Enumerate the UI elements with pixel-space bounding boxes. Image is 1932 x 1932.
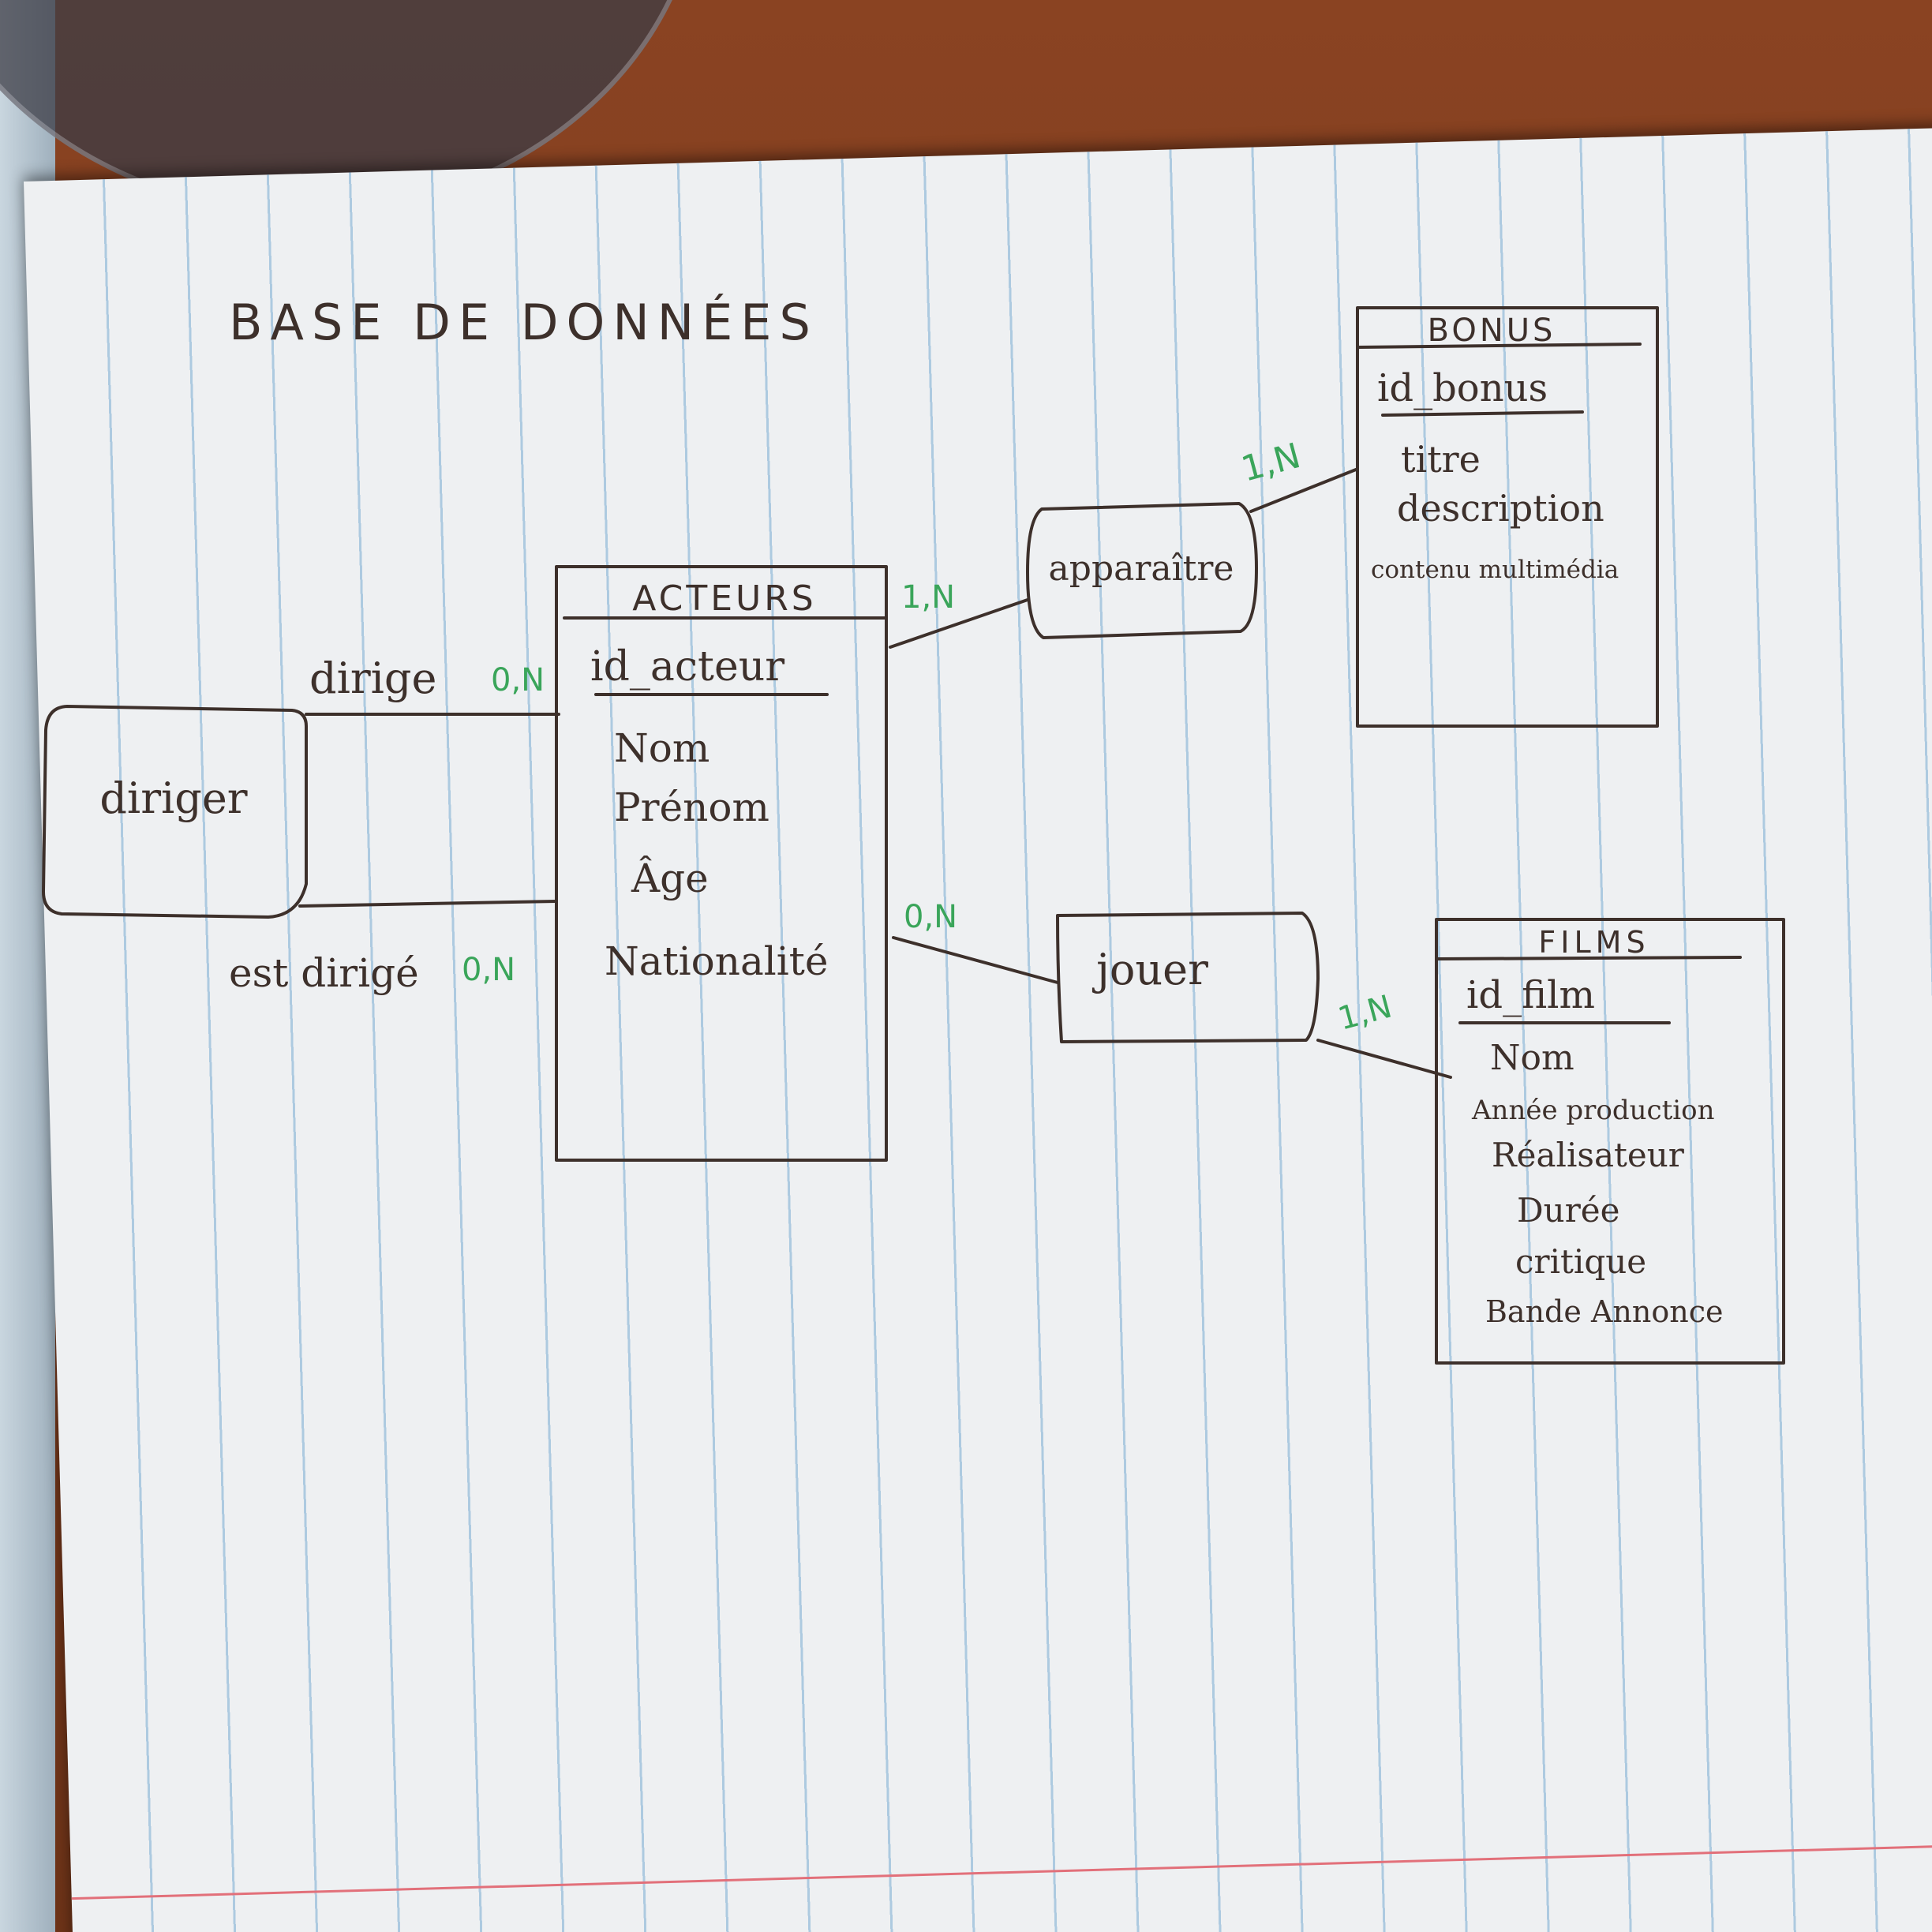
entity-films-attr-critique: critique	[1515, 1242, 1646, 1281]
role-label-est-dirige: est dirigé	[229, 950, 419, 996]
entity-bonus: BONUS id_bonus titre description contenu…	[1356, 306, 1659, 728]
entity-films-name: FILMS	[1538, 925, 1649, 960]
association-diriger-name: diriger	[99, 773, 247, 823]
link-apparaitre-bonus	[1249, 468, 1357, 513]
entity-films: FILMS id_film Nom Année production Réali…	[1435, 918, 1785, 1365]
cardinality-est-dirige: 0,N	[462, 952, 515, 988]
link-jouer-films	[1316, 1039, 1452, 1079]
entity-bonus-header-divider	[1356, 343, 1642, 349]
entity-films-attr-annee: Année production	[1471, 1095, 1715, 1126]
association-diriger-shape	[42, 705, 308, 919]
link-acteurs-jouer	[892, 936, 1059, 984]
cardinality-jouer-films: 1,N	[1335, 989, 1396, 1038]
entity-films-attr-bande-annonce: Bande Annonce	[1485, 1294, 1723, 1329]
link-diriger-est-dirige	[298, 900, 558, 908]
entity-acteurs-attr-nom: Nom	[614, 725, 710, 771]
role-label-dirige: dirige	[309, 653, 436, 703]
entity-bonus-attr-titre: titre	[1401, 438, 1481, 481]
association-diriger: diriger	[42, 705, 308, 919]
link-lines	[298, 468, 1452, 1079]
entity-acteurs-attr-prenom: Prénom	[614, 784, 769, 830]
entity-acteurs-attr-nationalite: Nationalité	[605, 938, 828, 984]
entity-films-attr-realisateur: Réalisateur	[1492, 1136, 1685, 1174]
link-acteurs-apparaitre	[889, 598, 1029, 649]
association-apparaitre: apparaître	[1026, 502, 1258, 639]
cardinality-acteurs-jouer: 0,N	[904, 899, 957, 935]
association-apparaitre-shape	[1026, 502, 1258, 639]
association-jouer-name: jouer	[1091, 945, 1208, 994]
entity-acteurs-box	[555, 565, 888, 1162]
entity-bonus-attr-contenu: contenu multimédia	[1371, 556, 1619, 584]
entity-films-header-divider	[1436, 956, 1742, 960]
entity-bonus-key: id_bonus	[1377, 366, 1548, 410]
entity-acteurs-key: id_acteur	[590, 643, 784, 691]
association-apparaitre-name: apparaître	[1049, 549, 1234, 589]
entity-acteurs: ACTEURS id_acteur Nom Prénom Âge Nationa…	[555, 565, 888, 1162]
entity-films-attr-nom: Nom	[1490, 1038, 1574, 1078]
entity-acteurs-name: ACTEURS	[632, 578, 816, 619]
entity-bonus-box	[1356, 306, 1659, 728]
association-jouer: jouer	[1056, 912, 1320, 1043]
entity-films-attr-duree: Durée	[1517, 1191, 1620, 1230]
entity-acteurs-attr-age: Âge	[631, 855, 709, 901]
entity-bonus-key-underline	[1381, 410, 1584, 417]
cardinality-dirige: 0,N	[491, 662, 545, 698]
entity-films-key: id_film	[1466, 973, 1595, 1017]
entity-bonus-attr-description: description	[1397, 487, 1604, 530]
entity-bonus-name: BONUS	[1428, 313, 1556, 349]
diagram-title: BASE DE DONNÉES	[229, 294, 818, 351]
cardinality-apparaitre-bonus: 1,N	[1237, 436, 1305, 490]
entity-films-box	[1435, 918, 1785, 1365]
association-jouer-shape	[1056, 912, 1320, 1043]
cardinality-acteurs-apparaitre: 1,N	[901, 579, 955, 616]
